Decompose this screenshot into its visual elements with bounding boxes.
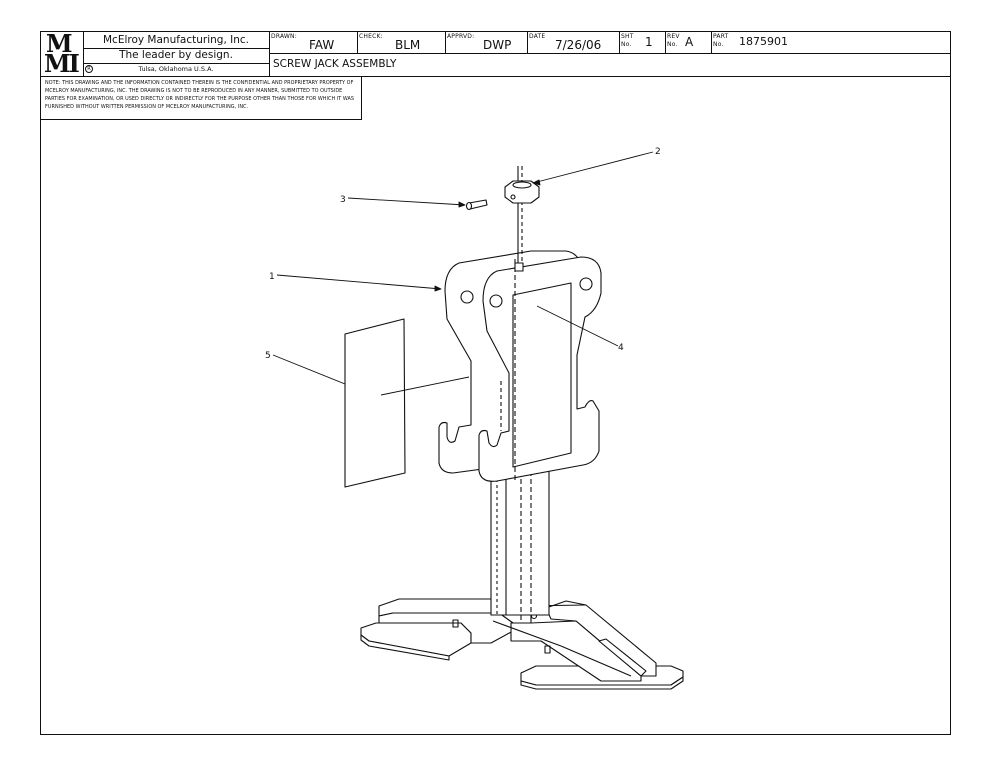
company-location: Tulsa, Oklahoma U.S.A. xyxy=(138,65,214,73)
title-block: M MI McElroy Manufacturing, Inc. The lea… xyxy=(41,32,950,77)
callout-1: 1 xyxy=(269,272,275,282)
part-field: PART No. 1875901 xyxy=(713,33,788,48)
callout-4: 4 xyxy=(618,343,624,353)
date-field: DATE 7/26/06 xyxy=(529,33,602,52)
callout-3: 3 xyxy=(340,195,346,205)
leader-lines xyxy=(272,151,654,396)
logo-top-letters: M xyxy=(46,29,73,58)
column-tube xyxy=(490,466,550,621)
set-screw xyxy=(465,199,488,211)
drawn-field: DRAWN: FAW xyxy=(271,33,335,52)
revision-value: A xyxy=(685,35,694,49)
side-plate-front xyxy=(478,256,602,482)
company-name: McElroy Manufacturing, Inc. xyxy=(102,34,249,46)
registered-mark-icon: R xyxy=(85,65,93,73)
approved-value: DWP xyxy=(483,38,512,52)
logo-bottom-letters: MI xyxy=(44,49,80,78)
check-value: BLM xyxy=(395,38,421,52)
assembly-drawing: 1 2 3 4 5 xyxy=(265,147,684,690)
part-number: 1875901 xyxy=(739,35,788,48)
company-logo: M MI xyxy=(41,32,84,76)
label-decal xyxy=(344,318,406,488)
confidentiality-note: NOTE: THIS DRAWING AND THE INFORMATION C… xyxy=(41,76,362,120)
callout-5: 5 xyxy=(265,351,271,361)
collar-nut xyxy=(504,180,540,204)
drawn-value: FAW xyxy=(309,38,335,52)
callout-2: 2 xyxy=(655,147,661,157)
approved-field: APPRVD: DWP xyxy=(447,33,512,52)
sheet-value: 1 xyxy=(645,35,653,49)
drawing-title: SCREW JACK ASSEMBLY xyxy=(273,58,397,70)
check-field: CHECK: BLM xyxy=(359,33,421,52)
sheet-field: SHT No. 1 xyxy=(621,33,653,49)
drawing-sheet: M MI McElroy Manufacturing, Inc. The lea… xyxy=(40,31,951,735)
company-tagline: The leader by design. xyxy=(119,49,233,61)
base-feet xyxy=(360,598,684,690)
date-value: 7/26/06 xyxy=(555,38,602,52)
revision-field: REV No. A xyxy=(667,33,694,49)
